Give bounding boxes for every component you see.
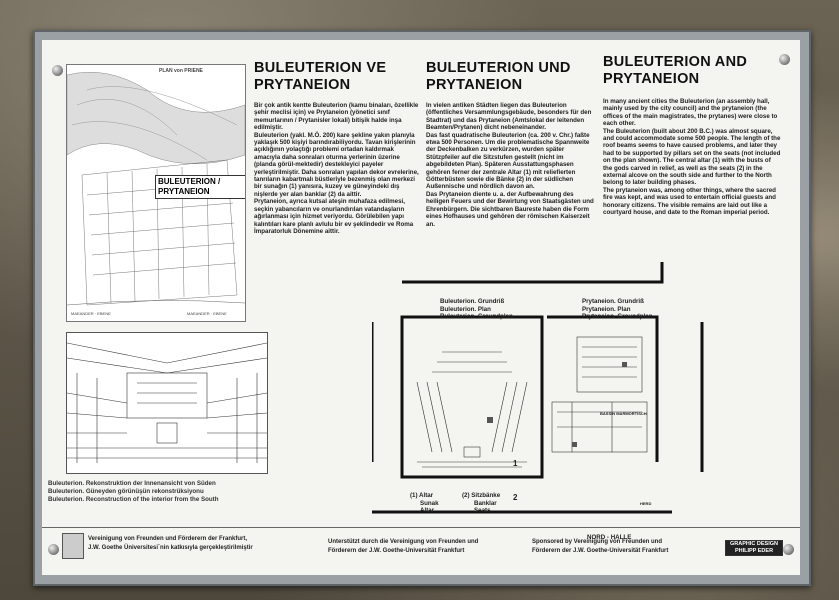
city-map: PLAN von PRIENE BULEUTERION / PRYTANEION…: [66, 64, 246, 322]
footer-line: Förderern der J.W. Goethe-Universität Fr…: [328, 548, 465, 554]
bolt-icon: [783, 544, 794, 555]
map-river-right: MAEANDER · EBENE: [187, 311, 227, 316]
plan-label-line: Prytaneion. Groundplan: [582, 313, 653, 320]
footer-turkish: Vereinigung von Freunden und Förderern d…: [88, 535, 253, 553]
goethe-portrait-icon: [62, 533, 84, 559]
text-paragraph: In vielen antiken Städten liegen das Bul…: [426, 102, 592, 132]
title-english: BULEUTERION AND PRYTANEION: [603, 54, 748, 87]
caption-line: Buleuterion. Rekonstruktion der Innenans…: [48, 480, 216, 487]
reconstruction-drawing: [66, 332, 268, 474]
text-paragraph: Das fast quadratische Buleuterion (ca. 2…: [426, 131, 590, 191]
ground-plan-drawing: [370, 262, 704, 514]
graphic-design-credit: GRAPHIC DESIGN PHILIPP EDER: [725, 540, 783, 556]
reconstruction-sketch: [66, 342, 268, 463]
legend-seats: (2) Sitzbänke Banklar Seats: [462, 492, 500, 515]
legend-line: (1) Altar: [410, 492, 434, 499]
nord-halle-label: NORD - HALLE: [587, 534, 632, 541]
text-turkish: Bir çok antik kentte Buleuterion (kamu b…: [254, 102, 420, 235]
herd-label: HERD: [640, 501, 652, 506]
bassin-label: BASSIN MARMORTISCH: [600, 411, 647, 416]
footer-line: J.W. Goethe Üniversitesi`nin katkısıyla …: [88, 545, 253, 551]
map-highlight-label: BULEUTERION / PRYTANEION: [155, 175, 245, 199]
text-paragraph: The Buleuterion (built about 200 B.C.) w…: [603, 127, 781, 187]
information-board: PLAN von PRIENE BULEUTERION / PRYTANEION…: [42, 40, 800, 575]
footer-line: Unterstützt durch die Vereinigung von Fr…: [328, 539, 479, 545]
credit-line: PHILIPP EDER: [734, 547, 774, 554]
ground-plan: Buleuterion. Grundriß Buleuterion. Plan …: [370, 262, 712, 541]
text-paragraph: Prytaneion, ayrıca kutsal ateşin muhafaz…: [254, 198, 414, 235]
text-paragraph: Das Prytaneion diente u. a. der Aufbewah…: [426, 190, 594, 228]
buleuterion-plan-label: Buleuterion. Grundriß Buleuterion. Plan …: [440, 298, 513, 321]
prytaneion-plan-label: Prytaneion. Grundriß Prytaneion. Plan Pr…: [582, 298, 652, 321]
footer-line: Sponsored by Vereinigung von Freunden un…: [532, 539, 663, 545]
legend-line: Altar: [420, 507, 435, 514]
caption-line: Buleuterion. Güneyden görünüşün rekonstr…: [48, 488, 204, 495]
text-paragraph: The prytaneion was, among other things, …: [603, 186, 776, 217]
altar-number: 1: [513, 459, 518, 468]
bolt-icon: [779, 54, 790, 65]
legend-line: Banklar: [474, 499, 497, 507]
seats-number: 2: [513, 493, 518, 502]
plan-label-line: Prytaneion. Grundriß: [582, 298, 644, 305]
reconstruction-caption: Buleuterion. Rekonstruktion der Innenans…: [48, 480, 298, 504]
bolt-icon: [48, 544, 59, 555]
map-river-left: MAEANDER · EBENE: [71, 311, 111, 316]
bolt-icon: [52, 65, 63, 76]
credit-line: GRAPHIC DESIGN: [730, 541, 778, 547]
text-english: In many ancient cities the Buleuterion (…: [603, 98, 781, 217]
plan-label-line: Prytaneion. Plan: [582, 305, 631, 313]
footer-divider: [42, 527, 800, 528]
footer-line: Vereinigung von Freunden und Förderern d…: [88, 536, 248, 542]
legend-line: Seats: [474, 507, 491, 514]
text-paragraph: Bir çok antik kentte Buleuterion (kamu b…: [254, 102, 419, 132]
text-german: In vielen antiken Städten liegen das Bul…: [426, 102, 596, 228]
footer-german: Unterstützt durch die Vereinigung von Fr…: [328, 538, 478, 556]
title-german: BULEUTERION UND PRYTANEION: [426, 60, 571, 93]
footer-line: Förderern der J.W. Goethe-Universität Fr…: [532, 548, 669, 554]
text-paragraph: Buleuterion (yakl. M.Ö. 200) kare şeklin…: [254, 131, 419, 198]
plan-label-line: Buleuterion. Groundplan: [440, 313, 513, 320]
plan-label-line: Buleuterion. Plan: [440, 305, 491, 313]
text-paragraph: In many ancient cities the Buleuterion (…: [603, 98, 778, 128]
legend-line: Sunak: [420, 499, 439, 507]
title-turkish: BULEUTERION VE PRYTANEION: [254, 60, 387, 93]
caption-line: Buleuterion. Reconstruction of the inter…: [48, 496, 219, 503]
footer-english: Sponsored by Vereinigung von Freunden un…: [532, 538, 668, 556]
plan-label-line: Buleuterion. Grundriß: [440, 298, 505, 305]
map-heading: PLAN von PRIENE: [159, 68, 203, 74]
legend-altar: (1) Altar Sunak Altar: [410, 492, 439, 515]
legend-line: (2) Sitzbänke: [462, 492, 501, 499]
